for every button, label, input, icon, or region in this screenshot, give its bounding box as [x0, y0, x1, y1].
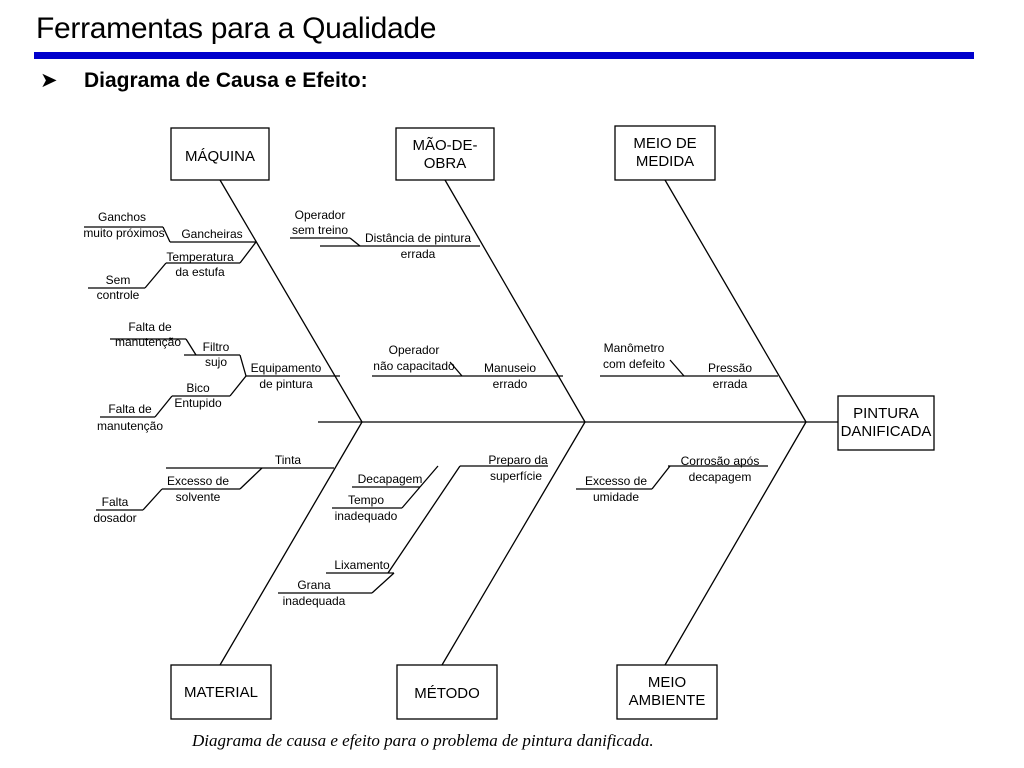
box-meio-de-medida [614, 125, 716, 181]
arrow-bullet-icon: ➤ [40, 69, 58, 92]
box-effect [837, 395, 935, 451]
label-material: MATERIAL [184, 684, 258, 701]
bullet-row: ➤ Diagrama de Causa e Efeito: [40, 68, 368, 93]
bone-meio-de-medida [664, 179, 807, 423]
label-maquina: MÁQUINA [185, 148, 255, 165]
title-rule [34, 52, 974, 59]
box-maquina [170, 127, 270, 181]
cause-lixamento: Lixamento [334, 558, 390, 572]
cause-decapagem: Decapagem [358, 472, 423, 486]
label-mao-de-obra: MÃO-DE-OBRA [413, 137, 478, 172]
box-material [170, 664, 272, 720]
box-mao-de-obra [395, 127, 495, 181]
label-metodo: MÉTODO [414, 685, 480, 702]
slide-title: Ferramentas para a Qualidade [36, 12, 437, 45]
box-meio-ambiente [616, 664, 718, 720]
bone-mao-de-obra [444, 179, 586, 423]
slide-subtitle: Diagrama de Causa e Efeito: [84, 69, 368, 92]
bone-maquina [219, 179, 363, 423]
bone-material [219, 421, 363, 666]
box-metodo [396, 664, 498, 720]
diagram-caption: Diagrama de causa e efeito para o proble… [192, 731, 654, 750]
bone-meio-ambiente [664, 421, 807, 666]
fishbone-lines [84, 179, 838, 666]
bone-metodo [441, 421, 586, 666]
cause-tinta: Tinta [275, 453, 302, 467]
cause-gancheiras: Gancheiras [181, 227, 242, 241]
